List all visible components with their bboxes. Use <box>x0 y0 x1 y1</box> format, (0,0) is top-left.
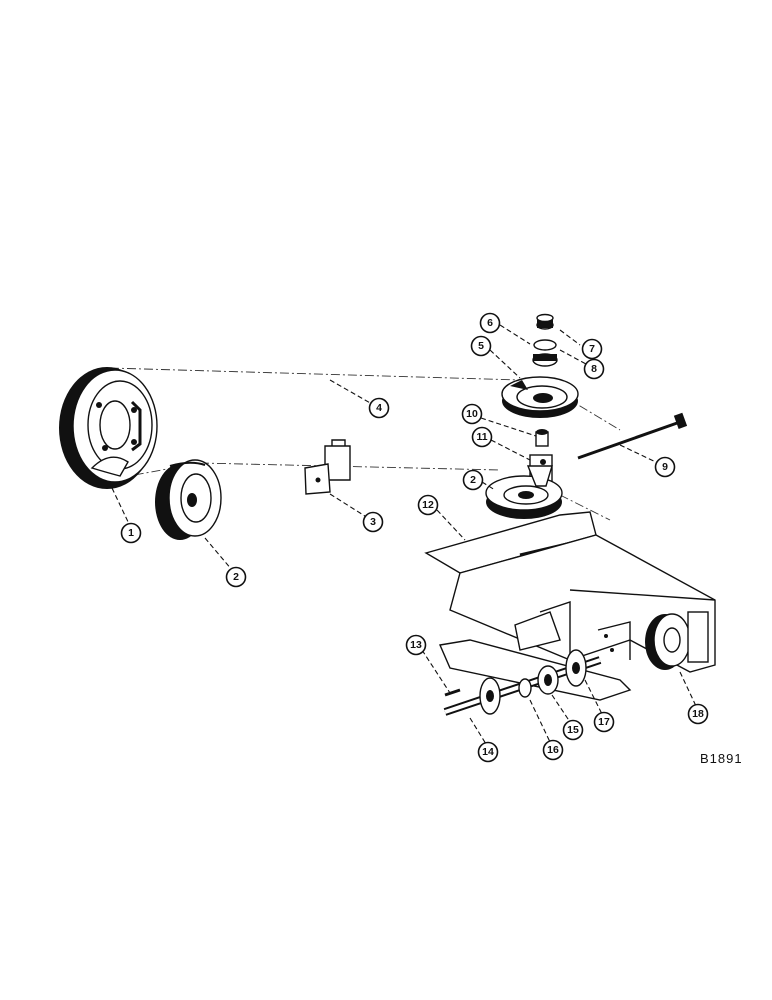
callout-label: 1 <box>128 527 134 539</box>
callout-label: 6 <box>487 317 493 329</box>
callout-2b: 2 <box>462 469 484 491</box>
callout-12: 12 <box>417 494 439 516</box>
callout-label: 3 <box>370 516 376 528</box>
bearing-flange-left <box>479 677 501 715</box>
callout-10: 10 <box>461 403 483 425</box>
callout-label: 13 <box>410 639 422 651</box>
drive-pulley <box>59 367 158 489</box>
callout-label: 9 <box>662 461 668 473</box>
callout-7: 7 <box>581 338 603 360</box>
callout-1: 1 <box>120 522 142 544</box>
callout-label: 2 <box>470 474 476 486</box>
callout-label: 16 <box>547 744 559 756</box>
callout-5: 5 <box>470 335 492 357</box>
callout-4: 4 <box>368 397 390 419</box>
bolt <box>577 412 688 460</box>
callout-label: 4 <box>376 402 382 414</box>
leader-lines <box>111 324 697 745</box>
callout-label: 15 <box>567 724 579 736</box>
callout-17: 17 <box>593 711 615 733</box>
callout-label: 5 <box>478 340 484 352</box>
callout-label: 2 <box>233 571 239 583</box>
figure-code: B1891 <box>700 751 743 766</box>
bearing-flange-right <box>565 649 587 687</box>
upper-pulley-assembly <box>501 313 579 418</box>
callout-13: 13 <box>405 634 427 656</box>
callout-label: 17 <box>598 716 610 728</box>
callout-label: 8 <box>591 363 597 375</box>
callout-label: 11 <box>476 431 487 443</box>
frame-pulley <box>645 611 709 670</box>
callout-2: 2 <box>225 566 247 588</box>
callout-label: 14 <box>482 746 494 758</box>
callout-14: 14 <box>477 741 499 763</box>
callout-8: 8 <box>583 358 605 380</box>
bearing <box>537 665 559 695</box>
callout-11: 11 <box>471 426 493 448</box>
idler-pulley-right <box>485 465 563 519</box>
callout-6: 6 <box>479 312 501 334</box>
spring-bracket <box>304 439 351 495</box>
callout-label: 12 <box>422 499 434 511</box>
idler-pulley-left <box>155 459 222 540</box>
callout-18: 18 <box>687 703 709 725</box>
callout-16: 16 <box>542 739 564 761</box>
collar <box>518 678 532 698</box>
shaft-bracket <box>439 639 632 701</box>
callout-3: 3 <box>362 511 384 533</box>
callout-label: 10 <box>466 408 478 420</box>
callout-label: 18 <box>692 708 704 720</box>
callout-9: 9 <box>654 456 676 478</box>
bushing <box>535 429 549 447</box>
callout-15: 15 <box>562 719 584 741</box>
callout-label: 7 <box>589 343 595 355</box>
